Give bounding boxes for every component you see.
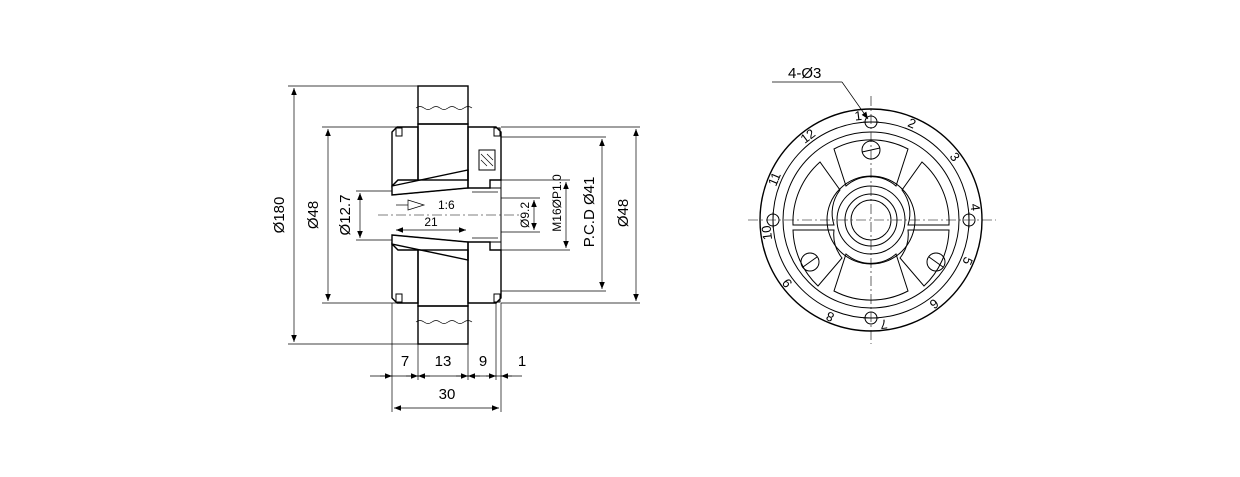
dim-bore-depth: 21: [424, 215, 438, 229]
dim-thread: M16ØP1.0: [550, 174, 564, 232]
side-view: Ø180 Ø48 Ø12.7 1:6 21 Ø9.2 M16ØP1.0 P.C.…: [271, 85, 640, 412]
hub-outer-circle: [826, 175, 916, 265]
hole-callout-leader: [841, 81, 869, 120]
bore-circle: [850, 199, 892, 241]
dim-flange-diameter: Ø48: [305, 201, 322, 229]
position-number-2: 2: [906, 115, 919, 132]
dim-width-7: 7: [401, 353, 409, 370]
position-number-5: 5: [959, 255, 976, 268]
hub-section: [391, 126, 502, 304]
hole-callout: 4-Ø3: [788, 65, 821, 82]
screws: [800, 140, 946, 272]
position-number-7: 7: [879, 316, 888, 332]
dim-outer-diameter: Ø180: [271, 197, 288, 234]
hub-middle-circle: [836, 185, 906, 255]
slot-segments: [792, 139, 950, 301]
position-number-6: 6: [927, 296, 942, 312]
position-number-9: 9: [779, 276, 795, 291]
dim-taper: 1:6: [438, 198, 455, 212]
small-holes: [766, 115, 976, 325]
position-number-11: 11: [765, 170, 784, 188]
position-number-8: 8: [824, 308, 837, 325]
dim-pcd: P.C.D Ø41: [581, 177, 598, 248]
dim-width-13: 13: [435, 353, 452, 370]
hub-inner-circle: [844, 193, 898, 247]
dim-thread-bore: Ø9.2: [518, 202, 532, 228]
dim-width-1: 1: [518, 353, 526, 370]
position-number-3: 3: [947, 149, 963, 164]
ring-circle: [782, 131, 960, 309]
dimension-lines: [291, 88, 639, 411]
extension-lines: [288, 85, 640, 412]
dim-total-width: 30: [439, 386, 456, 403]
position-number-12: 12: [797, 126, 818, 147]
dim-width-9: 9: [479, 353, 487, 370]
outer-flange-circle: [759, 108, 983, 332]
dim-right-diameter: Ø48: [615, 199, 632, 227]
position-number-10: 10: [758, 225, 775, 241]
position-number-1: 1: [854, 108, 863, 124]
position-number-4: 4: [967, 203, 983, 212]
dim-bore-diameter: Ø12.7: [337, 195, 354, 236]
